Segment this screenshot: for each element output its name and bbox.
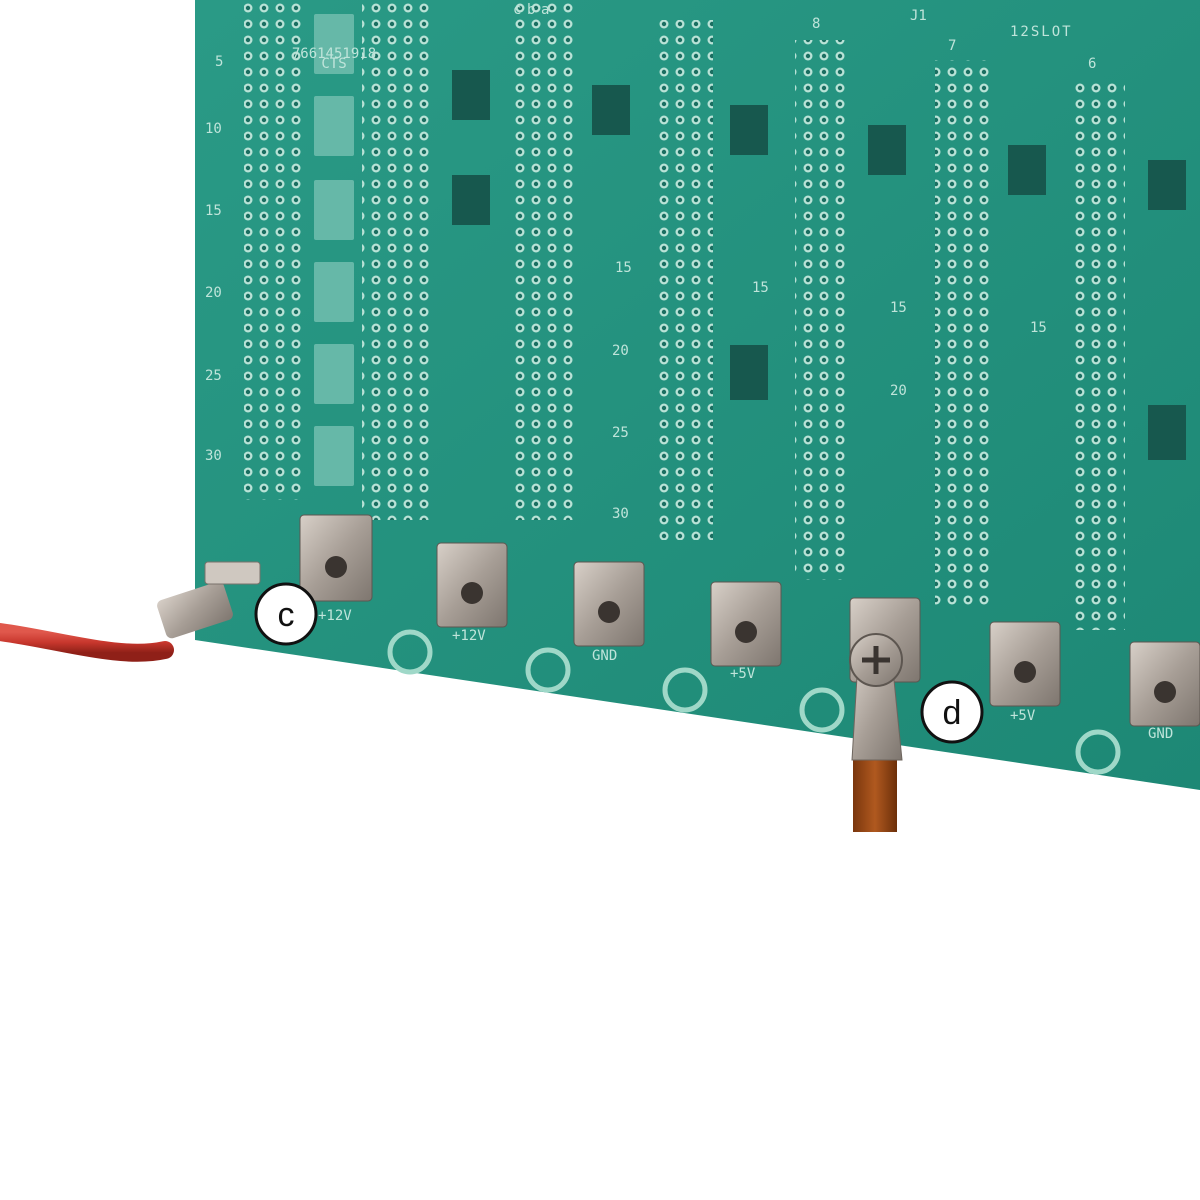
row-label: 15 (752, 280, 769, 296)
terminal-labels: +12V +12V GND +5V +5V GND (318, 608, 1173, 742)
terminal-label: +5V (1010, 708, 1036, 724)
slot-label: 6 (1088, 56, 1096, 72)
pin-hole-columns (244, 0, 1125, 630)
row-label: 15 (890, 300, 907, 316)
row-label: 15 (205, 203, 222, 219)
terminal-label: +12V (452, 628, 486, 644)
column-letter: a (541, 2, 549, 18)
row-label: 20 (890, 383, 907, 399)
red-wire-connector (0, 561, 261, 662)
row-label: 30 (205, 448, 222, 464)
row-label: 20 (205, 285, 222, 301)
slot-label: 8 (812, 16, 820, 32)
header-label: 12SLOT (1010, 24, 1073, 40)
callout-d-label: d (943, 694, 962, 732)
silkscreen-labels: 5 10 15 20 25 30 8 7 6 J1 12SLOT c b a 1… (205, 2, 1096, 522)
chip-brand: CTS (321, 56, 346, 72)
terminal-label: +12V (318, 608, 352, 624)
row-label: 10 (205, 121, 222, 137)
terminal-label: GND (1148, 726, 1173, 742)
slot-label: 7 (948, 38, 956, 54)
terminal-label: +5V (730, 666, 756, 682)
callout-d: d (920, 680, 984, 744)
ic-chips (314, 14, 1186, 486)
chip-part-number: 7661451918 (292, 46, 376, 62)
row-label: 15 (615, 260, 632, 276)
header-label: J1 (910, 8, 927, 24)
callout-c: c (254, 582, 318, 646)
mounting-rings (387, 629, 1121, 775)
callout-c-label: c (278, 596, 295, 634)
terminal-label: GND (592, 648, 617, 664)
row-label: 20 (612, 343, 629, 359)
column-letter: b (527, 2, 535, 18)
brown-wire-ring-terminal (849, 633, 903, 832)
row-label: 15 (1030, 320, 1047, 336)
chip-markings: 7661451918 CTS (292, 46, 376, 72)
row-label: 30 (612, 506, 629, 522)
row-label: 25 (205, 368, 222, 384)
row-label: 25 (612, 425, 629, 441)
column-letter: c (513, 2, 521, 18)
row-label: 5 (215, 54, 223, 70)
